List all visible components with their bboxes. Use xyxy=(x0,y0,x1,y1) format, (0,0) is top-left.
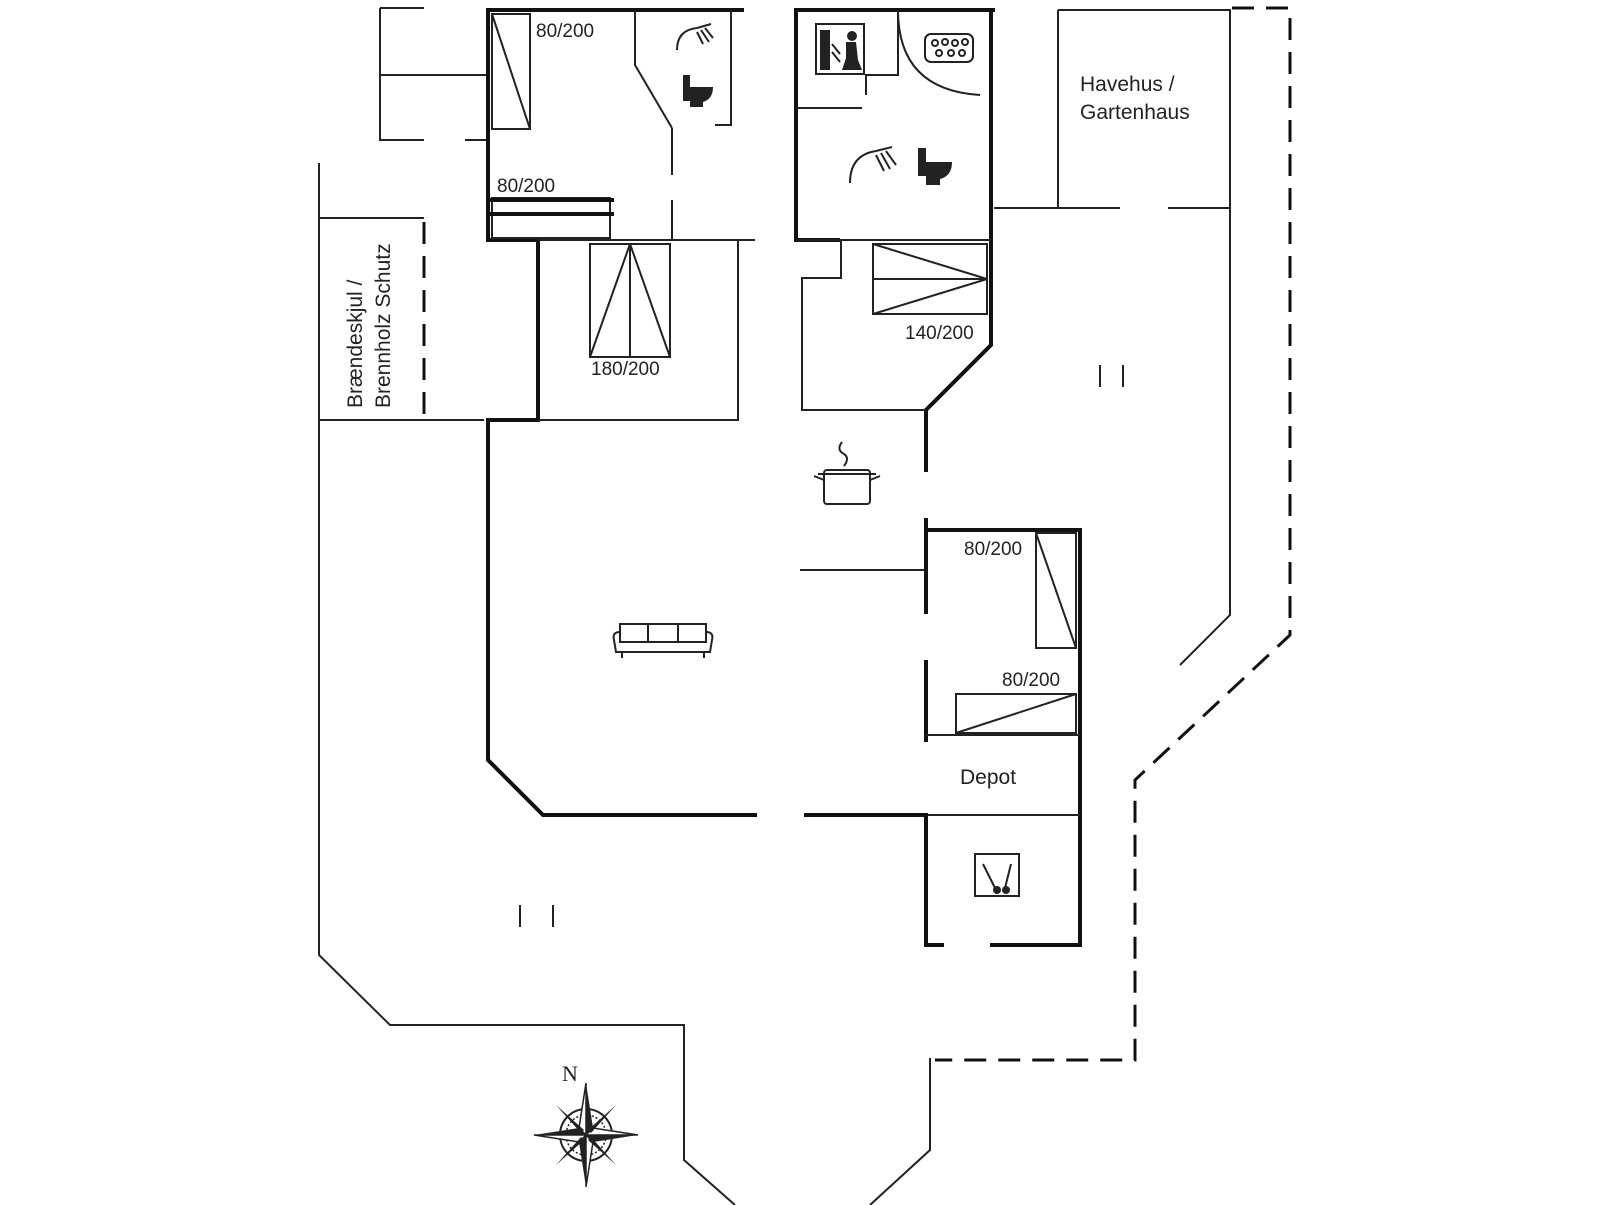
bed-double xyxy=(589,243,671,358)
terrace-marker xyxy=(519,905,554,927)
house-walls xyxy=(486,8,1231,947)
terrace-dashed-boundary xyxy=(935,6,1292,1062)
bed-right-single xyxy=(1035,532,1077,649)
terrace-outline xyxy=(318,7,931,1205)
toilet-icon xyxy=(683,75,713,107)
bed-label: 140/200 xyxy=(905,323,974,344)
woodshed-label-group: Brændeskjul / Brennholz Schutz xyxy=(344,243,395,408)
bed-label: 80/200 xyxy=(964,539,1022,560)
compass-north-label: N xyxy=(562,1061,578,1086)
jacuzzi-icon xyxy=(924,33,974,63)
bed-label: 80/200 xyxy=(536,21,594,42)
compass-icon xyxy=(533,1082,639,1188)
shower-icon xyxy=(676,23,714,51)
bed-label: 180/200 xyxy=(591,359,660,380)
bed-right-lower xyxy=(955,693,1077,734)
woodshed-label: Brændeskjul / xyxy=(344,279,367,408)
washing-machine-icon xyxy=(974,853,1020,897)
terrace-marker xyxy=(1099,365,1124,387)
shower-icon xyxy=(849,146,897,184)
bed-label: 80/200 xyxy=(1002,670,1060,691)
sofa-icon xyxy=(612,623,714,658)
toilet-icon xyxy=(918,148,952,185)
sauna-icon xyxy=(815,23,865,75)
bed-top-left-single xyxy=(491,13,531,130)
bed-top-left-bunk xyxy=(490,197,614,239)
woodshed-label: Brennholz Schutz xyxy=(372,243,395,408)
garden-house-label: Gartenhaus xyxy=(1080,101,1190,124)
kitchen-pot-icon xyxy=(813,441,881,505)
depot-label: Depot xyxy=(960,766,1016,789)
bed-right-double xyxy=(872,243,988,315)
garden-house-label: Havehus / xyxy=(1080,73,1175,96)
bed-label: 80/200 xyxy=(497,176,555,197)
